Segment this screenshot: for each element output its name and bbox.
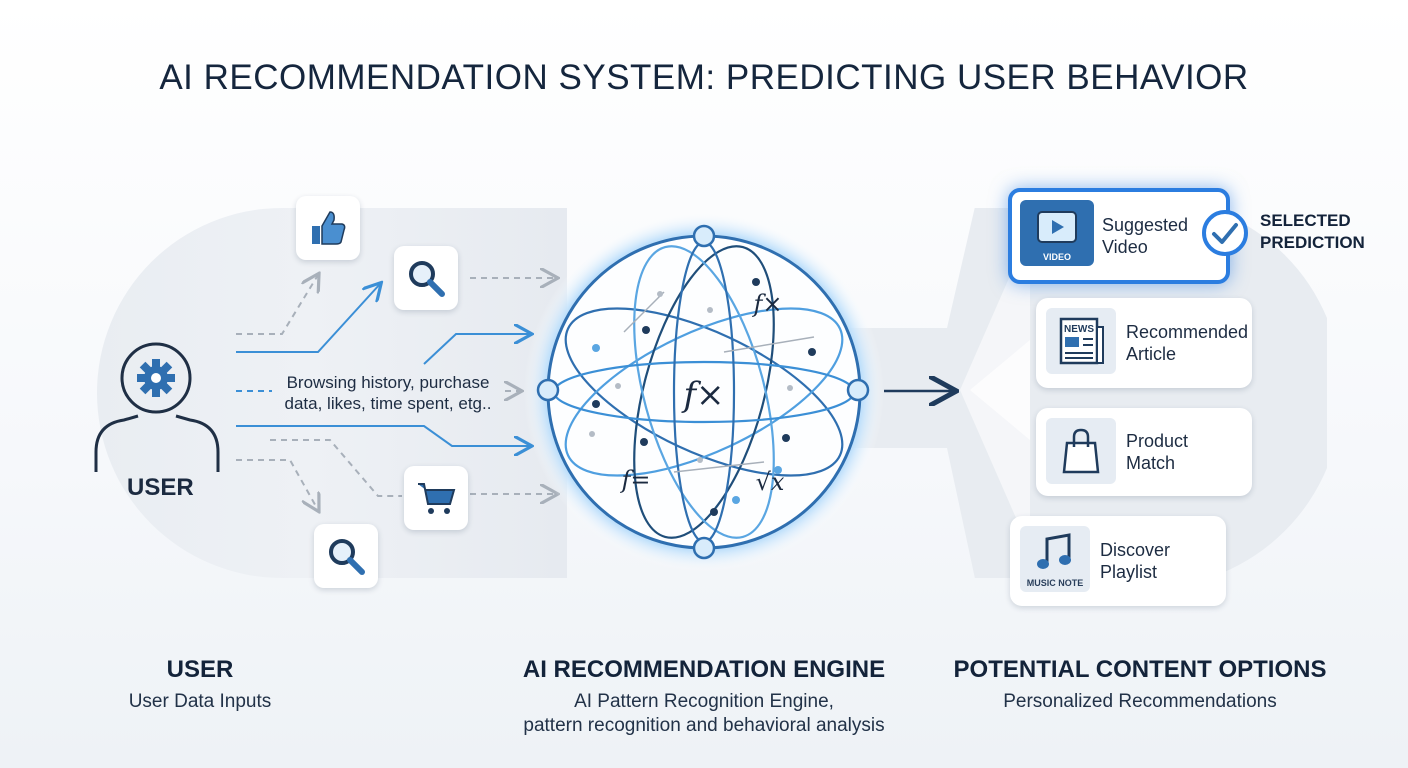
checkmark-icon [1202,210,1248,256]
shopping-bag-icon [1062,428,1100,474]
ai-engine-sphere: f× f× f= √x [524,212,884,572]
page-title: AI RECOMMENDATION SYSTEM: PREDICTING USE… [159,58,1249,97]
caption-options: POTENTIAL CONTENT OPTIONS Personalized R… [950,656,1330,714]
article-thumb: NEWS [1046,308,1116,374]
cart-tile [404,466,468,530]
option-label: Suggested Video [1102,215,1189,257]
option-label: Recommended Article [1126,322,1249,364]
user-avatar [94,342,220,472]
option-card-article[interactable]: NEWS Recommended Article [1036,298,1252,388]
search-icon [409,261,445,297]
video-caption: VIDEO [1042,252,1071,262]
option-card-video[interactable]: VIDEO Suggested Video [1008,188,1230,284]
caption-engine-sub1: AI Pattern Recognition Engine, [574,691,834,712]
caption-user-sub: User Data Inputs [128,691,272,712]
caption-user: USER User Data Inputs [80,656,320,714]
user-label: USER [127,474,194,501]
option-card-playlist[interactable]: MUSIC NOTE Discover Playlist [1010,516,1226,606]
video-thumb: VIDEO [1020,200,1094,266]
formula-1: f× [752,290,783,318]
gear-icon [137,359,175,397]
user-inputs-description: Browsing history, purchase data, likes, … [284,373,492,413]
search-tile-bottom [314,524,378,588]
newspaper-icon: NEWS [1059,317,1104,365]
caption-user-heading: USER [166,656,234,683]
product-thumb [1046,418,1116,484]
svg-text:NEWS: NEWS [1064,324,1094,335]
like-tile [296,196,360,260]
search-tile-top [394,246,458,310]
caption-engine: AI RECOMMENDATION ENGINE AI Pattern Reco… [484,656,924,738]
video-play-icon [1037,211,1077,243]
caption-options-heading: POTENTIAL CONTENT OPTIONS [953,656,1327,683]
caption-engine-heading: AI RECOMMENDATION ENGINE [522,656,886,683]
playlist-thumb: MUSIC NOTE [1020,526,1090,592]
options-fan [960,230,1030,550]
caption-options-sub: Personalized Recommendations [1003,691,1277,712]
option-card-product[interactable]: Product Match [1036,408,1252,496]
search-icon [329,539,365,575]
option-label: Product Match [1126,431,1189,473]
formula-2: f= [620,466,651,494]
playlist-caption: MUSIC NOTE [1026,578,1084,588]
formula-3: √x [756,468,785,496]
selected-prediction-tag: SELECTED PREDICTION [1260,211,1365,252]
formula-center: f× [680,375,724,415]
thumbs-up-icon [312,211,346,245]
shopping-cart-icon [418,483,456,514]
music-note-icon [1037,533,1071,569]
caption-engine-sub2: pattern recognition and behavioral analy… [523,715,885,736]
option-label: Discover Playlist [1100,540,1171,582]
